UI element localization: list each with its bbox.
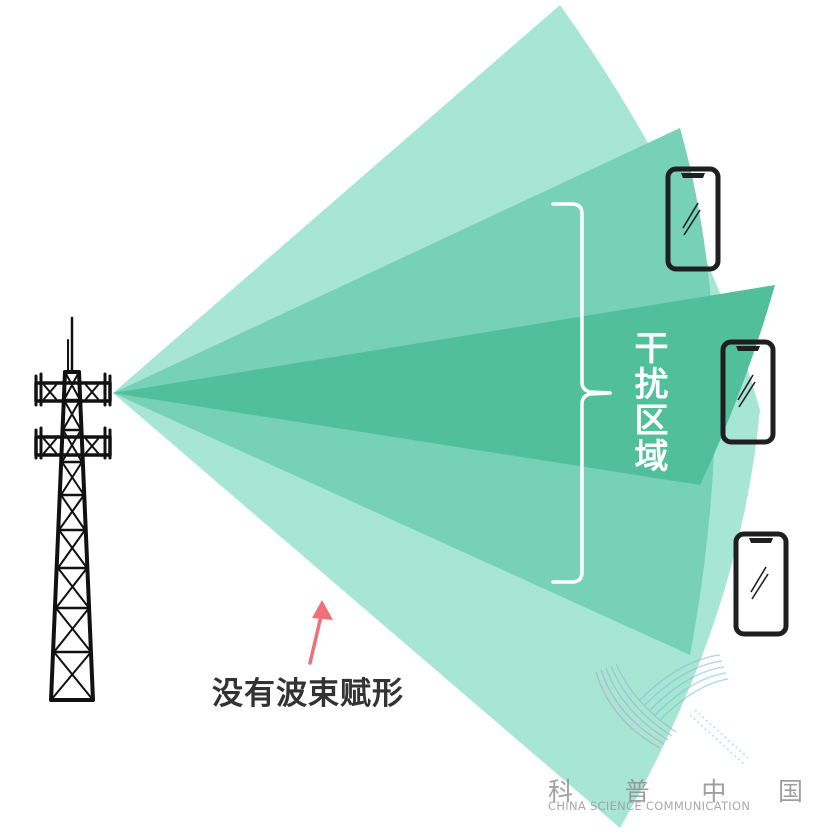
pointer-arrow-icon (308, 600, 333, 665)
no-beamforming-label: 没有波束赋形 (212, 676, 404, 712)
watermark-english: CHINA SCIENCE COMMUNICATION (548, 799, 751, 813)
inner-beam (113, 285, 775, 485)
interference-region-label: 干扰区域 (628, 330, 668, 474)
watermark-char: 国 (777, 777, 803, 806)
watermark-char: 普 (624, 777, 650, 806)
interference-bracket (551, 202, 612, 584)
watermark-char: 科 (548, 777, 574, 806)
watermark-logo-icon (595, 654, 749, 766)
phone-middle-icon (720, 339, 776, 445)
watermark-chinese: 科 普 中 国 (548, 772, 803, 808)
phone-top-icon (665, 166, 721, 272)
phone-bottom-icon (733, 531, 789, 637)
cell-tower-icon (34, 316, 112, 702)
watermark-char: 中 (701, 777, 727, 806)
